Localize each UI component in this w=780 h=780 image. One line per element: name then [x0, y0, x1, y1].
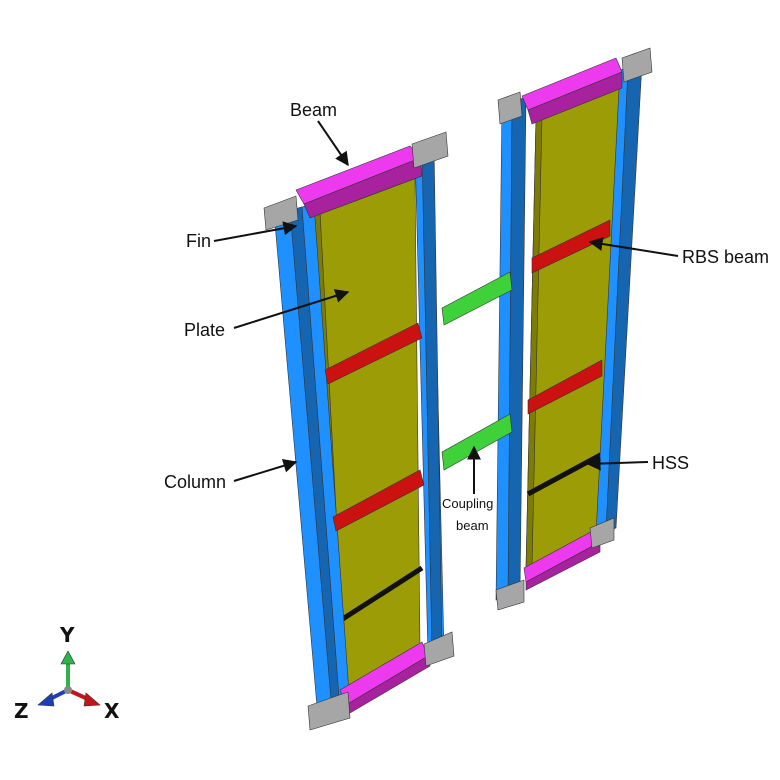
label-fin: Fin: [186, 231, 211, 251]
right-rbs-beam-1: [531, 219, 611, 274]
right-fin-top-left: [497, 91, 523, 125]
right-fin-bottom-right: [589, 517, 615, 549]
hss-leader: [586, 456, 649, 471]
axis-origin: [64, 686, 72, 694]
coupling-beam-upper: [441, 271, 513, 326]
axis-y-label: Y: [59, 623, 75, 647]
axis-triad: Y Z X: [14, 623, 120, 723]
left-top-beam-face: [303, 157, 423, 219]
label-beam: Beam: [290, 100, 337, 120]
left-fin-bottom-right: [423, 631, 455, 667]
beam-leader: [317, 120, 349, 167]
label-coupling-2: beam: [456, 518, 489, 533]
axis-z-arrowhead: [37, 692, 55, 707]
axis-y-arrowhead: [60, 650, 76, 665]
rbs-leader: [588, 237, 679, 257]
axis-x-arrowhead: [83, 692, 101, 707]
column-leader: [233, 458, 298, 482]
right-bottom-beam-face: [525, 541, 601, 591]
label-rbs-beam: RBS beam: [682, 247, 769, 267]
label-hss: HSS: [652, 453, 689, 473]
right-top-beam-face: [527, 71, 623, 125]
axis-x-label: X: [104, 699, 120, 723]
axis-z-label: Z: [14, 699, 29, 723]
left-rbs-beam-2: [332, 469, 425, 532]
fin-leader: [213, 221, 298, 242]
label-column: Column: [164, 472, 226, 492]
label-plate: Plate: [184, 320, 225, 340]
left-wall: [263, 131, 455, 731]
left-rbs-beam-1: [324, 322, 423, 385]
right-fin-bottom-left: [495, 579, 525, 611]
left-fin-top-right: [411, 131, 449, 169]
coupling-beams: [441, 271, 513, 471]
label-coupling-1: Coupling: [442, 496, 493, 511]
plate-leader: [233, 289, 350, 329]
labels: Beam Fin Plate Column Coupling beam RBS …: [164, 100, 769, 533]
coupling-beam-lower: [441, 413, 513, 471]
left-hss: [336, 565, 424, 625]
right-fin-top-right: [621, 47, 653, 83]
right-wall: [495, 47, 653, 611]
right-rbs-beam-2: [527, 359, 603, 415]
leader-lines: [213, 120, 679, 494]
left-fin-bottom-left: [307, 691, 351, 731]
